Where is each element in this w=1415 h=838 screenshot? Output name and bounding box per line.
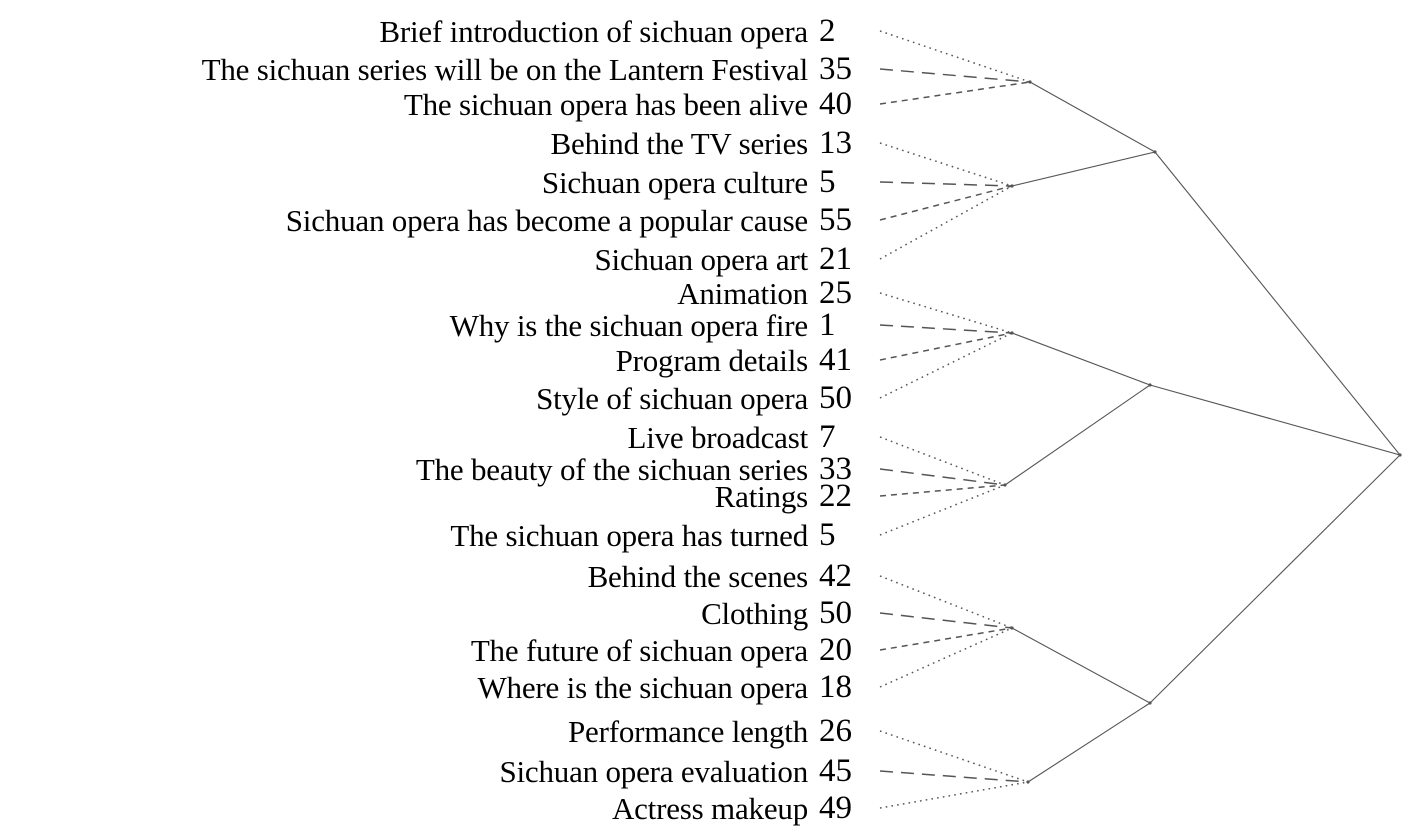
leaf-link	[879, 436, 1006, 486]
leaf-label: The beauty of the sichuan series	[415, 451, 808, 487]
leaf-label: Sichuan opera has become a popular cause	[285, 202, 808, 238]
leaf-label: Animation	[677, 275, 808, 311]
leaf-value: 21	[819, 240, 852, 277]
cluster-link	[1004, 384, 1151, 486]
leaf-link	[879, 181, 1013, 187]
leaf-link	[879, 627, 1013, 651]
leaf-label: Sichuan opera culture	[541, 164, 808, 200]
cluster-node	[1153, 150, 1157, 154]
leaf-value: 25	[819, 274, 852, 311]
leaf-link	[879, 142, 1013, 187]
cluster-link	[1149, 384, 1401, 456]
leaf-link	[879, 484, 1006, 536]
leaf-label: Performance length	[568, 713, 808, 749]
cluster-node	[1148, 701, 1152, 705]
cluster-node	[1010, 184, 1014, 188]
leaf-label: The future of sichuan opera	[470, 632, 808, 668]
leaf-link	[879, 332, 1013, 361]
leaf-value: 13	[819, 124, 852, 161]
cluster-node	[1026, 780, 1030, 784]
leaf-label: Style of sichuan opera	[536, 380, 808, 416]
leaf-value: 42	[819, 557, 852, 594]
cluster-link	[1154, 151, 1401, 456]
cluster-node	[1003, 483, 1007, 487]
leaf-label: The sichuan series will be on the Lanter…	[201, 51, 809, 87]
leaf-label: Why is the sichuan opera fire	[449, 307, 809, 343]
cluster-link	[1027, 702, 1151, 783]
leaf-value: 5	[819, 516, 836, 553]
leaf-value: 55	[819, 201, 852, 238]
leaf-label: Clothing	[701, 595, 808, 631]
leaf-value: 50	[819, 594, 852, 631]
leaf-label: Program details	[615, 342, 809, 378]
leaf-link	[879, 770, 1029, 783]
leaf-value: 40	[819, 85, 852, 122]
leaf-value: 22	[819, 477, 852, 514]
cluster-link	[1011, 332, 1151, 386]
leaf-value: 1	[819, 306, 836, 343]
cluster-link	[1011, 627, 1151, 704]
leaf-value: 35	[819, 50, 852, 87]
leaf-link	[879, 730, 1029, 783]
leaf-label: The sichuan opera has been alive	[403, 86, 808, 122]
leaf-label: Brief introduction of sichuan opera	[379, 13, 808, 49]
leaf-label: Sichuan opera art	[594, 241, 808, 277]
leaf-link	[879, 781, 1029, 809]
leaf-link	[879, 627, 1013, 688]
leaf-link	[879, 185, 1013, 221]
leaf-value: 20	[819, 631, 852, 668]
cluster-node	[1398, 453, 1402, 457]
leaf-value: 45	[819, 752, 852, 789]
leaf-link	[879, 484, 1006, 497]
leaf-label: Where is the sichuan opera	[477, 669, 809, 705]
leaf-link	[879, 81, 1031, 105]
leaf-label: Live broadcast	[627, 419, 808, 455]
leaf-link	[879, 68, 1031, 83]
leaf-value: 49	[819, 789, 852, 826]
leaf-label: Ratings	[714, 478, 809, 514]
leaf-value: 33	[819, 450, 852, 487]
leaf-link	[879, 185, 1013, 260]
leaf-link	[879, 612, 1013, 629]
cluster-link	[1149, 454, 1401, 704]
leaf-link	[879, 575, 1013, 629]
cluster-link	[1029, 81, 1156, 153]
leaf-label: The sichuan opera has turned	[450, 517, 808, 553]
leaf-value: 18	[819, 668, 852, 705]
leaf-label: Behind the TV series	[550, 125, 809, 161]
cluster-node	[1010, 626, 1014, 630]
leaf-link	[879, 324, 1013, 334]
leaf-link	[879, 332, 1013, 399]
leaf-link	[879, 292, 1013, 334]
leaf-value: 2	[819, 12, 836, 49]
leaf-label: Sichuan opera evaluation	[499, 753, 808, 789]
leaf-link	[879, 30, 1031, 83]
leaf-value: 26	[819, 712, 852, 749]
leaf-value: 50	[819, 379, 852, 416]
cluster-node	[1010, 331, 1014, 335]
leaf-label: Actress makeup	[611, 790, 808, 826]
leaf-value: 5	[819, 163, 836, 200]
leaf-link	[879, 468, 1006, 486]
leaf-label: Behind the scenes	[587, 558, 809, 594]
leaf-value: 41	[819, 341, 852, 378]
cluster-link	[1011, 151, 1156, 187]
cluster-node	[1028, 80, 1032, 84]
leaf-value: 7	[819, 418, 836, 455]
cluster-node	[1148, 383, 1152, 387]
